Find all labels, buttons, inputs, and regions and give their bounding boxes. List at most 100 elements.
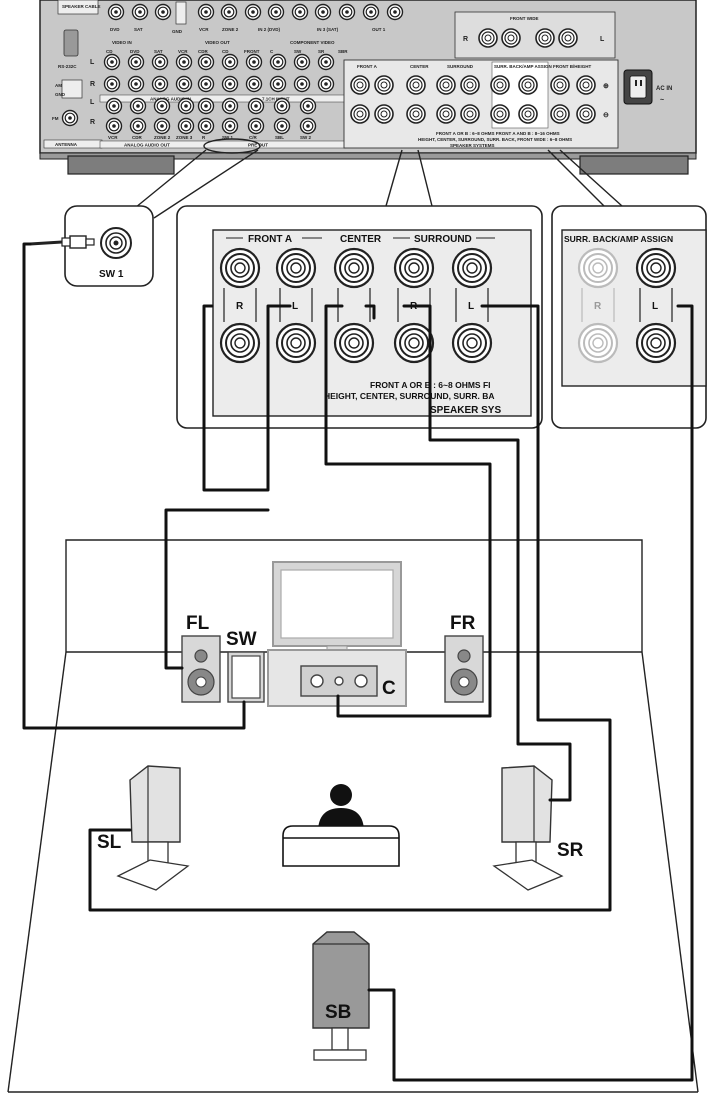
svg-text:L: L (468, 301, 474, 312)
surround-back-right-negative-post (577, 322, 619, 364)
front-left-negative-post (275, 322, 317, 364)
surround-back-speaker (312, 931, 370, 1061)
svg-text:SBR: SBR (338, 49, 348, 54)
surround-left-speaker (116, 765, 190, 891)
svg-text:C/R: C/R (249, 135, 258, 140)
svg-text:⊖: ⊖ (603, 112, 609, 119)
svg-text:SPEAKER SYS: SPEAKER SYS (430, 405, 501, 416)
svg-text:SURR. BACK/AMP ASSIGN: SURR. BACK/AMP ASSIGN (494, 64, 552, 69)
surround-back-right-positive-post (577, 247, 619, 289)
svg-text:CENTER: CENTER (340, 234, 382, 245)
surround-right-label: SR (557, 840, 584, 861)
front-left-speaker (181, 635, 221, 703)
svg-text:ANALOG AUDIO OUT: ANALOG AUDIO OUT (124, 143, 170, 148)
rs232c-port (63, 29, 79, 57)
svg-text:PRE OUT: PRE OUT (248, 143, 268, 148)
center-speaker-label: C (382, 678, 396, 699)
callout-leader-lines (129, 138, 623, 219)
svg-text:SURROUND: SURROUND (447, 64, 474, 69)
receiver-foot-right (579, 155, 689, 175)
svg-text:R: R (236, 301, 244, 312)
svg-text:CD: CD (106, 49, 113, 54)
front-right-negative-post (219, 322, 261, 364)
svg-text:L: L (90, 59, 95, 66)
antenna-label: ANTENNA (55, 142, 78, 147)
svg-text:SW 2: SW 2 (300, 135, 311, 140)
svg-text:FRONT A: FRONT A (248, 234, 292, 245)
svg-text:L: L (652, 301, 658, 312)
svg-text:CDR: CDR (132, 135, 142, 140)
svg-text:AM: AM (55, 83, 62, 88)
surround-right-cable (402, 304, 572, 802)
svg-text:~: ~ (660, 97, 664, 104)
sw1-pre-out-jack (100, 227, 132, 259)
svg-text:CENTER: CENTER (410, 64, 429, 69)
surround-left-label: SL (97, 832, 122, 853)
svg-text:ZONE 2: ZONE 2 (222, 27, 239, 32)
front-right-cable-loop (202, 304, 292, 492)
center-negative-post (333, 322, 375, 364)
front-wide-terminals (454, 11, 616, 59)
surround-back-label: SB (325, 1002, 351, 1023)
svg-text:IN 2 (DVD): IN 2 (DVD) (258, 27, 281, 32)
television (267, 561, 407, 707)
front-left-positive-post (275, 247, 317, 289)
receiver-rear-panel: SPEAKER CABLE RS-232C AM GND FM ANTENNA … (39, 0, 697, 175)
svg-text:VIDEO OUT: VIDEO OUT (205, 40, 230, 45)
surround-left-negative-post (451, 322, 493, 364)
svg-text:7.1CH INPUT: 7.1CH INPUT (262, 97, 290, 102)
svg-text:FRONT: FRONT (244, 49, 260, 54)
listener-seat (282, 784, 400, 867)
front-right-positive-post (219, 247, 261, 289)
svg-text:VCR: VCR (199, 27, 209, 32)
surround-right-positive-post (393, 247, 435, 289)
svg-text:L: L (600, 36, 605, 43)
surround-left-cable (88, 304, 612, 912)
svg-text:SBL: SBL (275, 135, 284, 140)
speaker-terminals-callout: FRONT A CENTER SURROUND R L R L FRONT A … (176, 205, 543, 429)
gnd-terminal (175, 1, 187, 25)
center-positive-post (333, 247, 375, 289)
surround-back-terminals-callout: SURR. BACK/AMP ASSIGN R L (551, 205, 707, 429)
subwoofer-label: SW (226, 629, 257, 650)
rs232c-label: RS-232C (58, 64, 77, 69)
subwoofer-cable (22, 242, 246, 730)
svg-text:SR: SR (318, 49, 325, 54)
front-right-label: FR (450, 613, 476, 634)
svg-text:FRONT WIDE: FRONT WIDE (510, 16, 539, 21)
front-left-cable (164, 508, 270, 670)
center-speaker (300, 665, 378, 697)
svg-text:DVD: DVD (130, 49, 140, 54)
surround-back-left-negative-post (635, 322, 677, 364)
svg-text:R: R (90, 119, 95, 126)
rca-plug (29, 235, 95, 249)
svg-text:ZONE 2: ZONE 2 (154, 135, 171, 140)
svg-text:SURROUND: SURROUND (414, 234, 472, 245)
svg-text:HEIGHT, CENTER, SURROUND, SURR: HEIGHT, CENTER, SURROUND, SURR. BA (324, 391, 494, 401)
surround-right-negative-post (393, 322, 435, 364)
svg-text:OUT 1: OUT 1 (372, 27, 386, 32)
svg-text:SW 1: SW 1 (222, 135, 233, 140)
svg-text:C: C (270, 49, 274, 54)
svg-text:CDR: CDR (198, 49, 208, 54)
svg-text:GND: GND (172, 29, 183, 34)
svg-text:⊕: ⊕ (603, 83, 609, 90)
surround-back-cable (367, 304, 694, 1082)
svg-text:L: L (90, 99, 95, 106)
front-right-speaker (444, 635, 484, 703)
svg-text:GND: GND (55, 92, 66, 97)
front-left-label: FL (186, 613, 210, 634)
svg-text:SAT: SAT (154, 49, 163, 54)
svg-text:R: R (594, 301, 602, 312)
svg-text:ANALOG AUDIO IN: ANALOG AUDIO IN (150, 97, 191, 102)
svg-text:ZONE 3: ZONE 3 (176, 135, 193, 140)
subwoofer (227, 651, 265, 703)
svg-text:R: R (463, 36, 468, 43)
svg-text:SW: SW (294, 49, 302, 54)
surround-left-positive-post (451, 247, 493, 289)
svg-text:FRONT A OR B : 6~8 OHMS FR: FRONT A OR B : 6~8 OHMS FRONT A AND B : … (436, 131, 560, 136)
am-antenna-terminal (61, 79, 83, 99)
svg-text:FRONT B/HEIGHT: FRONT B/HEIGHT (553, 64, 591, 69)
surround-right-speaker (492, 765, 564, 891)
